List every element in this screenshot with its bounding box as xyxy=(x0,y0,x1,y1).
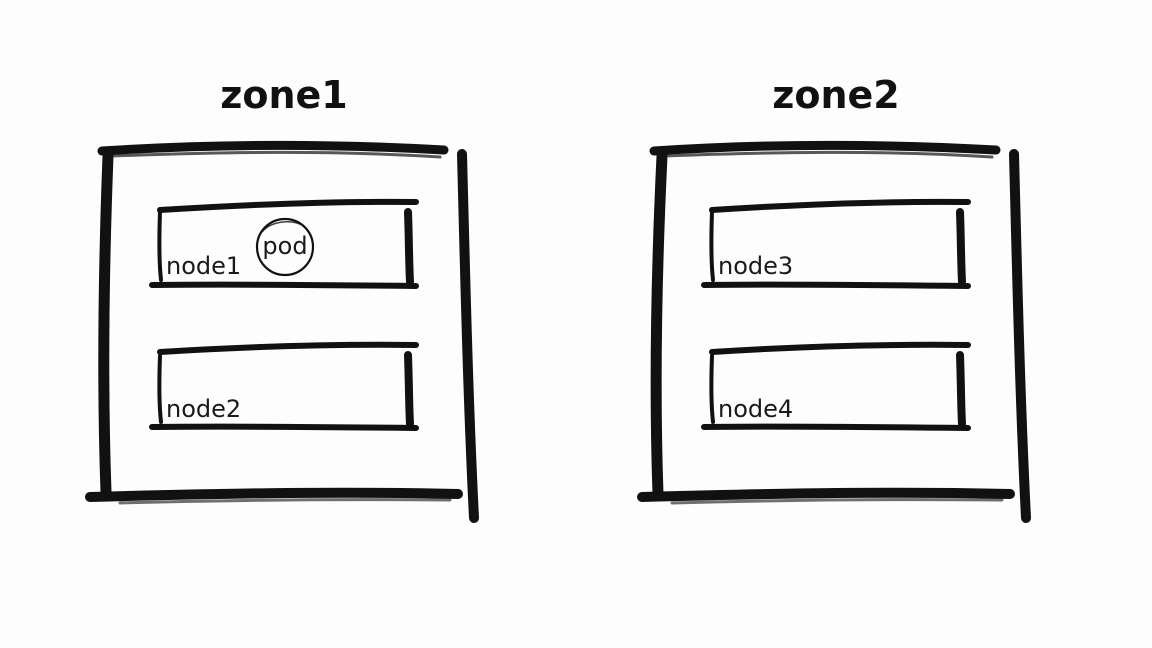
node-4-top xyxy=(709,341,971,355)
node-4-bottom xyxy=(701,423,971,431)
zone-2: zone2 node3 node4 xyxy=(637,73,1031,523)
node-1-label: node1 xyxy=(166,252,241,280)
node-1: node1 pod xyxy=(149,198,419,289)
zone-1-title: zone1 xyxy=(220,73,348,117)
pod-label: pod xyxy=(262,232,307,260)
node-3-right xyxy=(956,208,966,286)
zone-2-frame-bottom xyxy=(637,487,1015,502)
zone-1-frame-bottom xyxy=(85,487,463,502)
pod-circle xyxy=(255,217,315,277)
node-2-right xyxy=(404,351,414,428)
zone-2-frame-left xyxy=(650,150,668,500)
zone-2-frame xyxy=(637,140,1031,523)
node-3: node3 xyxy=(701,198,971,289)
node-2-left xyxy=(157,354,163,424)
node-1-top xyxy=(157,198,419,213)
zone-1-frame-top xyxy=(97,140,449,156)
node-4-right xyxy=(956,351,966,428)
node-3-top xyxy=(709,198,971,213)
node-1-bottom xyxy=(149,281,419,289)
node-4-label: node4 xyxy=(718,395,793,423)
zone-2-title: zone2 xyxy=(772,73,900,117)
node-2: node2 xyxy=(149,341,419,431)
zone-2-frame-top xyxy=(649,140,1001,156)
zone-1-frame-left xyxy=(98,150,114,498)
node-1-right xyxy=(404,208,414,286)
zone-1: zone1 node1 pod xyxy=(85,73,479,523)
node-2-top xyxy=(157,341,419,355)
node-4-left xyxy=(709,354,715,424)
node-1-left xyxy=(157,210,163,282)
node-2-bottom xyxy=(149,423,419,431)
node-3-label: node3 xyxy=(718,252,793,280)
node-3-left xyxy=(709,210,715,282)
node-3-bottom xyxy=(701,281,971,289)
zone-1-frame-right xyxy=(457,149,479,523)
zone-2-frame-right xyxy=(1009,149,1031,523)
node-2-label: node2 xyxy=(166,395,241,423)
pod: pod xyxy=(255,217,315,277)
node-4: node4 xyxy=(701,341,971,431)
zone-1-frame xyxy=(85,140,479,523)
